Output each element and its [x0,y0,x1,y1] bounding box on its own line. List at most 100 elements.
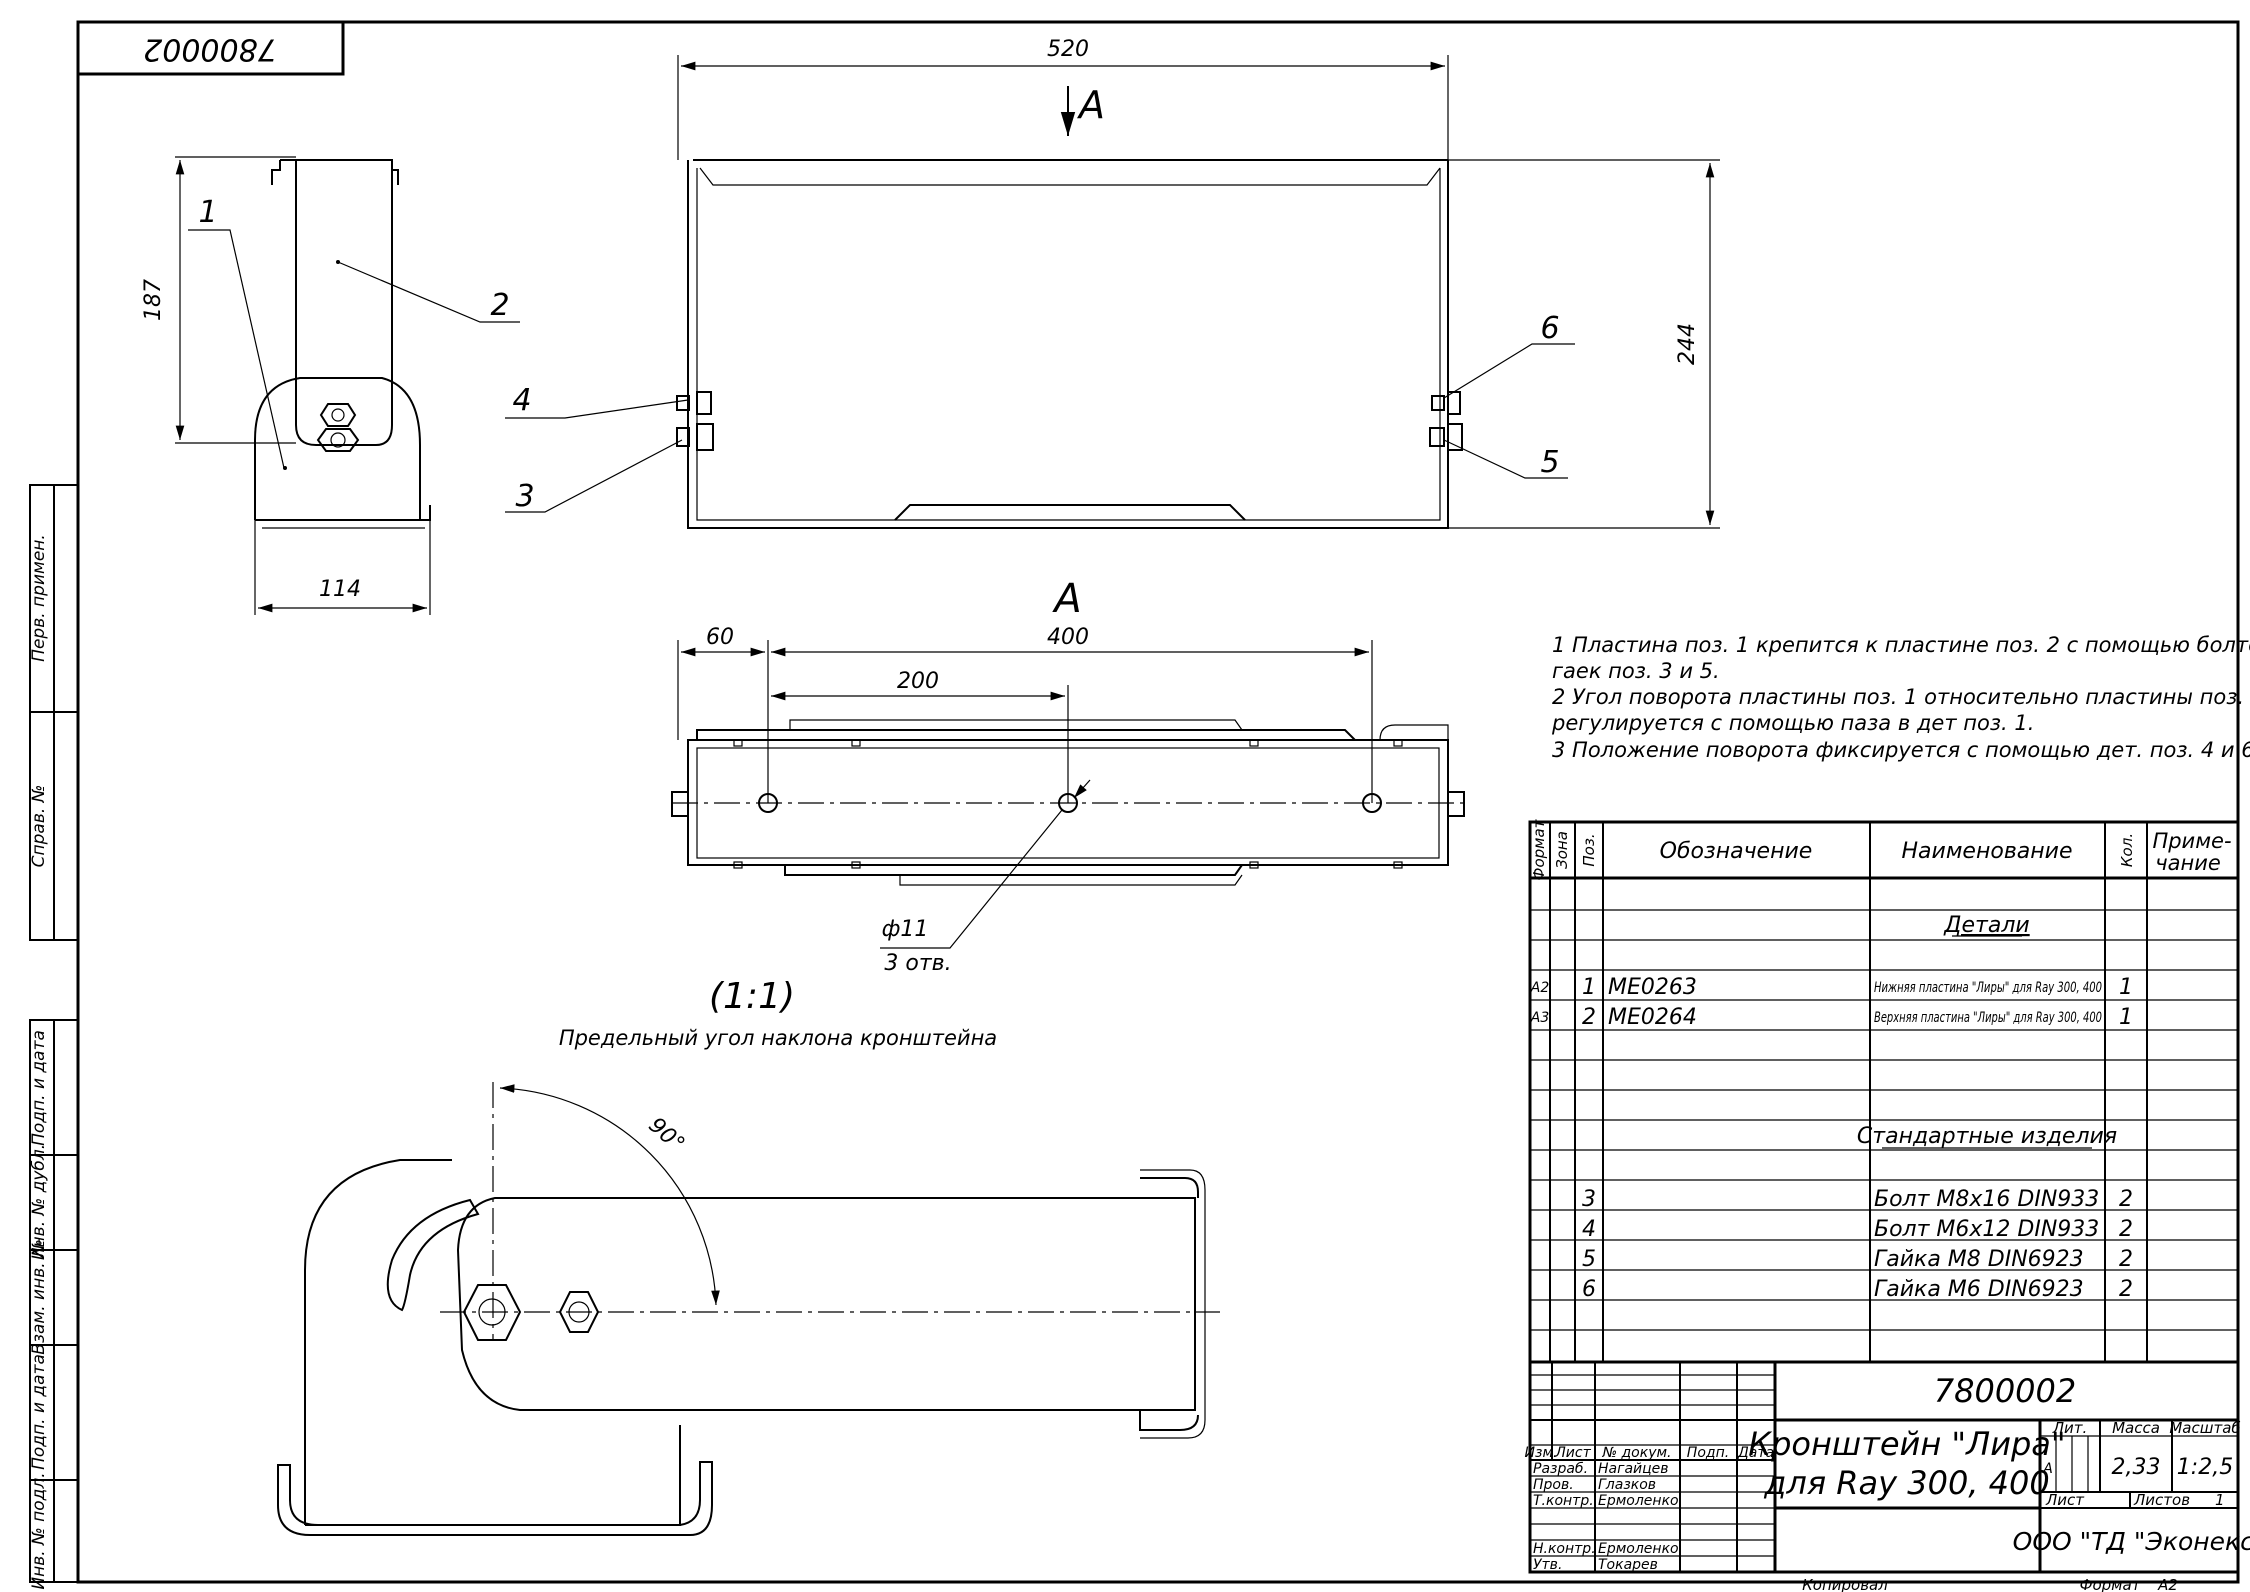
spec-std4-name: Гайка М6 DIN6923 [1874,1277,2084,1302]
spec-std3-poz: 5 [1582,1247,1596,1272]
strip-sprav: Справ. № [29,785,49,868]
sheet-frame [76,20,2240,1584]
note-line-3: 2 Угол поворота пластины поз. 1 относите… [1552,685,2250,709]
spec-hdr-naimenovanie: Наименование [1902,839,2073,864]
spec-row2-name: Верхняя пластина "Лиры" для Ray 300, 400 [1874,1010,2102,1026]
pos-5: 5 [1540,445,1559,480]
note-line-1: 1 Пластина поз. 1 крепится к пластине по… [1552,633,2250,657]
tb-utv-name: Токарев [1598,1557,1658,1573]
view-a: A 60 400 200 [671,576,1470,976]
tb-masshtab-label: Масштаб [2169,1419,2240,1437]
spec-hdr-format: Формат [1530,818,1548,880]
pos-2: 2 [490,288,509,323]
spec-row2-designation: МЕ0264 [1608,1005,1697,1030]
pos-3: 3 [515,479,534,514]
title-block: 7800002 Кронштейн "Лира" для Ray 300, 40… [1525,1360,2250,1574]
note-line-5: 3 Положение поворота фиксируется с помощ… [1552,738,2250,762]
dim-520: 520 [1047,37,1089,62]
tb-doc-number: 7800002 [1934,1372,2077,1410]
tb-nkontr-label: Н.контр. [1533,1541,1596,1557]
spec-row1-name: Нижняя пластина "Лиры" для Ray 300, 400 [1874,980,2102,996]
spec-std1-name: Болт М8х16 DIN933 [1874,1187,2099,1212]
spec-row1-poz: 1 [1582,975,1596,1000]
tb-hdr-podp: Подп. [1687,1445,1729,1461]
dim-187: 187 [141,279,166,321]
tb-masshtab-value: 1:2,5 [2177,1455,2233,1480]
tb-utv-label: Утв. [1533,1557,1562,1573]
spec-std3-qty: 2 [2119,1247,2133,1272]
pos-4: 4 [512,383,531,418]
spec-hdr-poz: Поз. [1580,833,1598,866]
strip-perv-primen: Перв. примен. [29,534,49,662]
note-line-4: регулируется с помощью паза в дет поз. 1… [1551,711,2034,735]
spec-std4-poz: 6 [1582,1277,1596,1302]
spec-hdr-oboznachenie: Обозначение [1660,839,1813,864]
tb-hdr-izm: Изм. [1525,1445,1558,1461]
tb-list-label: Лист [2045,1491,2085,1509]
front-view: 520 244 A 4 3 6 5 [505,37,1720,529]
hole-count: 3 отв. [884,951,951,976]
strip-inv-podl: Инв. № подл. [29,1472,49,1589]
spec-hdr-kol: Кол. [2118,833,2136,867]
tb-tkontr-name: Ермоленко [1598,1493,1679,1509]
angle-caption: Предельный угол наклона кронштейна [559,1026,997,1050]
tb-nkontr-name: Ермоленко [1598,1541,1679,1557]
spec-std4-qty: 2 [2119,1277,2133,1302]
tb-prov-label: Пров. [1533,1477,1574,1493]
dim-244: 244 [1675,323,1700,365]
spec-table: Формат Зона Поз. Обозначение Наименовани… [1528,818,2240,1364]
tb-hdr-list: Лист [1554,1445,1591,1461]
tb-listov-value: 1 [2215,1491,2225,1509]
strip-podp-data-1: Подп. и дата [29,1030,49,1146]
note-line-2: гаек поз. 3 и 5. [1552,659,1720,683]
tb-razrab-label: Разраб. [1533,1461,1588,1477]
left-margin-strip: Перв. примен. Справ. № Подп. и дата Инв.… [29,484,79,1590]
pos-1: 1 [198,195,217,230]
scale-label: (1:1) [709,976,795,1017]
view-a-title: A [1051,576,1081,622]
angle-view: 90° [277,1082,1220,1536]
spec-row1-designation: МЕ0263 [1608,975,1697,1000]
tb-title-line1: Кронштейн "Лира" [1748,1425,2065,1463]
strip-podp-data-2: Подп. и дата [29,1354,49,1470]
format-value: А2 [2157,1576,2178,1592]
strip-inv-dubl: Инв. № дубл. [29,1144,49,1260]
spec-row2-qty: 1 [2119,1005,2133,1030]
spec-std1-poz: 3 [1582,1187,1596,1212]
spec-std2-qty: 2 [2119,1217,2133,1242]
tb-razrab-name: Нагайцев [1598,1461,1669,1477]
pos-6: 6 [1540,311,1559,346]
view-arrow-label: A [1076,83,1105,127]
spec-section-details: Детали [1943,913,2029,938]
angle-value: 90° [643,1113,689,1158]
dim-114: 114 [319,577,361,602]
tb-tkontr-label: Т.контр. [1533,1493,1594,1509]
spec-row2-poz: 2 [1582,1005,1596,1030]
tb-massa-label: Масса [2112,1419,2160,1437]
spec-std1-qty: 2 [2119,1187,2133,1212]
tb-lit-label: Лит. [2052,1419,2088,1437]
format-label: Формат [2080,1576,2142,1592]
spec-row1-qty: 1 [2119,975,2133,1000]
tb-lit-value: А [2042,1461,2053,1477]
tb-hdr-ndokum: № докум. [1601,1445,1671,1461]
kopiroval-label: Копировал [1802,1576,1888,1592]
tb-prov-name: Глазков [1598,1477,1656,1493]
dim-400: 400 [1047,625,1089,650]
spec-std2-name: Болт М6х12 DIN933 [1874,1217,2099,1242]
spec-std3-name: Гайка М8 DIN6923 [1874,1247,2084,1272]
dim-200: 200 [897,669,939,694]
strip-vzam-inv: Взам. инв. № [29,1239,49,1354]
spec-row2-format: А3 [1530,1010,1549,1026]
spec-row1-format: А2 [1530,980,1550,996]
tb-listov-label: Листов [2133,1491,2190,1509]
drawing-number-stamp: 7800002 [76,20,345,76]
dim-60: 60 [706,625,734,650]
spec-hdr-prim-1: Приме- [2152,829,2231,853]
technical-notes: 1 Пластина поз. 1 крепится к пластине по… [1551,633,2250,762]
spec-section-standard: Стандартные изделия [1857,1124,2117,1149]
side-view: 187 114 1 2 [141,156,520,615]
tb-massa-value: 2,33 [2112,1455,2161,1480]
tb-hdr-data: Дата [1737,1445,1774,1461]
